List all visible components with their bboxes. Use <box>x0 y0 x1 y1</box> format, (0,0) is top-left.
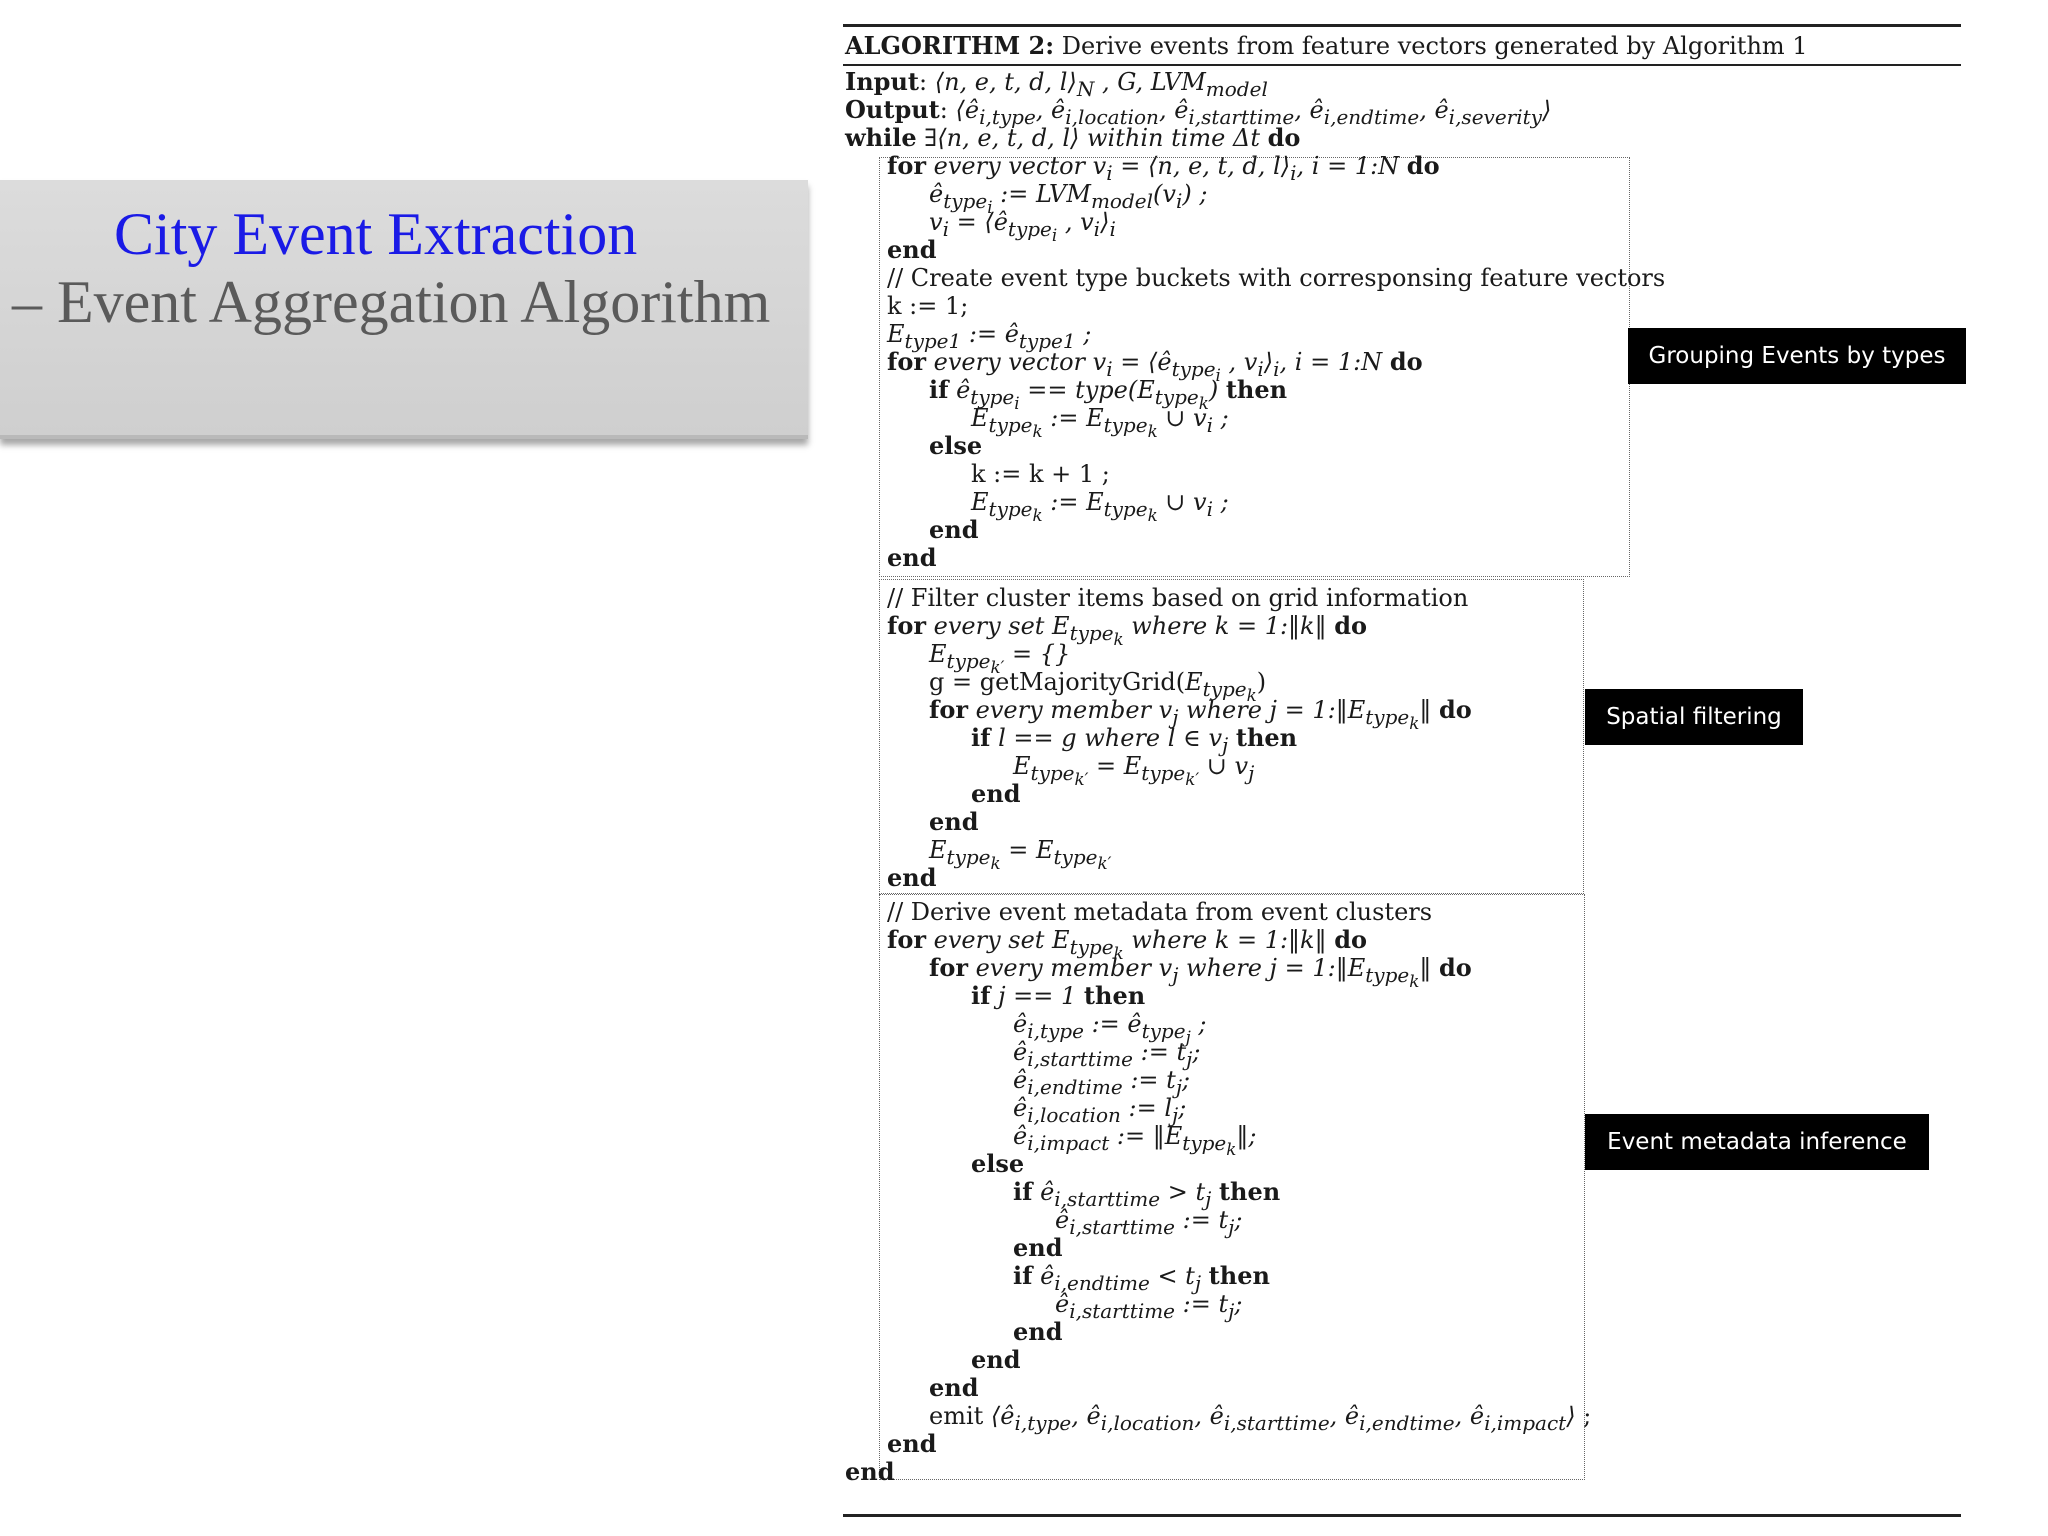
algo-line: Etypek′ = Etypek′ ∪ vj <box>1013 752 1255 789</box>
algo-line: // Filter cluster items based on grid in… <box>887 584 1469 612</box>
algo-line: if êi,starttime > tj then <box>1013 1177 1281 1211</box>
algo-line: end <box>929 515 979 544</box>
algo-line: end <box>1013 1233 1063 1262</box>
algo-line: êi,type := êtypej ; <box>1013 1010 1207 1047</box>
algo-line: Etype1 := êtype1 ; <box>887 320 1092 353</box>
algo-line: for every vector vi = ⟨êtypei , vi⟩i, i … <box>887 347 1423 385</box>
algo-line: êi,impact := ‖Etypek‖; <box>1013 1122 1257 1159</box>
algo-line: Etypek = Etypek′ <box>929 836 1112 873</box>
algo-line: Output: ⟨êi,type, êi,location, êi,startt… <box>845 95 1552 129</box>
algo-line: for every set Etypek where k = 1:‖k‖ do <box>887 925 1368 963</box>
algo-line: k := k + 1 ; <box>971 460 1110 488</box>
algo-line: end <box>845 1457 895 1486</box>
algo-line: êi,endtime := tj; <box>1013 1066 1191 1099</box>
algo-line: if êi,endtime < tj then <box>1013 1261 1270 1295</box>
algo-line: // Create event type buckets with corres… <box>887 264 1666 292</box>
algo-line: end <box>971 1345 1021 1374</box>
algorithm-caption: ALGORITHM 2: Derive events from feature … <box>845 31 1808 60</box>
algo-line: end <box>887 1429 937 1458</box>
slide-title: City Event Extraction <box>114 201 638 267</box>
algo-line: for every set Etypek where k = 1:‖k‖ do <box>887 611 1368 649</box>
algo-line: if j == 1 then <box>971 981 1146 1011</box>
algo-line: end <box>887 543 937 572</box>
algo-line: for every vector vi = ⟨n, e, t, d, l⟩i, … <box>887 151 1440 185</box>
algo-line: emit ⟨êi,type, êi,location, êi,starttime… <box>929 1402 1592 1435</box>
algo-line: Etypek := Etypek ∪ vi ; <box>971 404 1229 441</box>
algo-line: else <box>929 431 983 460</box>
algo-line: êi,starttime := tj; <box>1013 1038 1201 1071</box>
algo-line: else <box>971 1149 1025 1178</box>
algorithm-caption-label: ALGORITHM 2: <box>845 31 1055 60</box>
slide-subtitle: – Event Aggregation Algorithm <box>12 269 771 335</box>
algo-line: vi = ⟨êtypei , vi⟩i <box>929 208 1116 245</box>
algorithm-figure: ALGORITHM 2: Derive events from feature … <box>843 24 1961 1524</box>
metadata-block-box <box>879 894 1585 1480</box>
callout-grouping-events: Grouping Events by types <box>1628 328 1966 384</box>
algorithm-bottom-rule <box>843 1514 1961 1517</box>
algo-line: êtypei := LVMmodel(vi) ; <box>929 180 1208 217</box>
slide-title-banner <box>0 180 808 439</box>
algo-line: Etypek := Etypek ∪ vi ; <box>971 488 1229 525</box>
algo-line: Input: ⟨n, e, t, d, l⟩N , G, LVMmodel <box>845 67 1268 101</box>
algo-line: if êtypei == type(Etypek) then <box>929 375 1288 413</box>
algo-line: k := 1; <box>887 292 969 320</box>
algorithm-caption-text: Derive events from feature vectors gener… <box>1054 32 1808 60</box>
algo-line: end <box>887 235 937 264</box>
algo-line: while ∃⟨n, e, t, d, l⟩ within time Δt do <box>845 123 1301 153</box>
algo-line: end <box>971 779 1021 808</box>
algo-line: // Derive event metadata from event clus… <box>887 898 1433 926</box>
algorithm-top-rule <box>843 24 1961 27</box>
algo-line: êi,starttime := tj; <box>1055 1290 1243 1323</box>
algo-line: end <box>929 807 979 836</box>
spatial-block-box <box>879 579 1584 894</box>
callout-spatial-filtering: Spatial filtering <box>1585 689 1803 745</box>
algo-line: end <box>887 863 937 892</box>
algo-line: if l == g where l ∈ vj then <box>971 723 1298 757</box>
algorithm-caption-rule <box>843 64 1961 66</box>
algo-line: êi,location := lj; <box>1013 1094 1187 1127</box>
algo-line: for every member vj where j = 1:‖Etypek‖… <box>929 953 1472 991</box>
callout-event-metadata-inference: Event metadata inference <box>1585 1114 1929 1170</box>
algo-line: end <box>929 1373 979 1402</box>
algo-line: end <box>1013 1317 1063 1346</box>
algo-line: êi,starttime := tj; <box>1055 1206 1243 1239</box>
algo-line: g = getMajorityGrid(Etypek) <box>929 668 1267 705</box>
algo-line: for every member vj where j = 1:‖Etypek‖… <box>929 695 1472 733</box>
algo-line: Etypek′ = {} <box>929 640 1071 677</box>
